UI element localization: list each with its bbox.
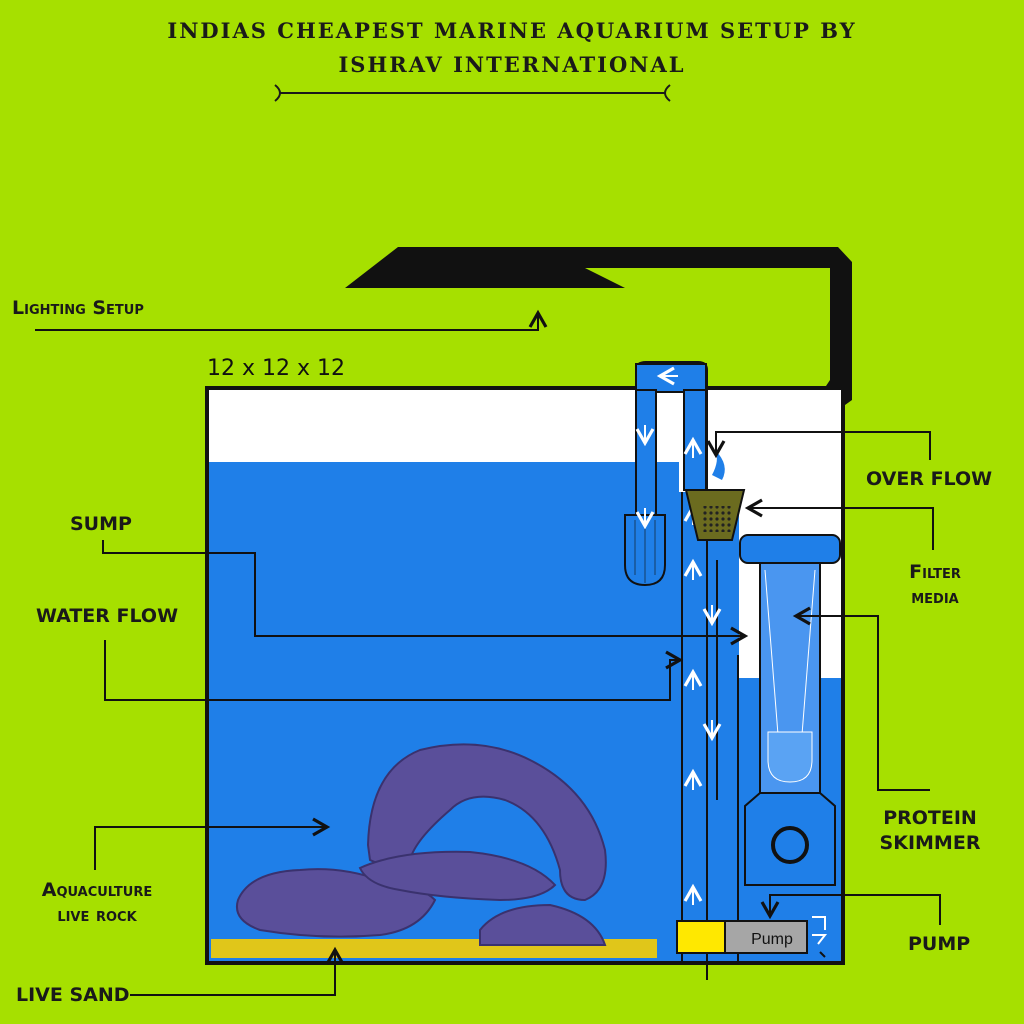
label-filter-line2: media: [911, 586, 959, 608]
title-underline: [274, 84, 671, 102]
protein-skimmer: [739, 534, 841, 886]
live-rock: [236, 743, 607, 946]
label-live-sand: LIVE SAND: [16, 984, 130, 1006]
leader-lines: [35, 309, 941, 996]
leader-pump: [760, 894, 941, 925]
filter-media-basket: [684, 489, 746, 541]
label-protein-skimmer: PROTEIN SKIMMER: [870, 806, 990, 856]
pump-unit: [676, 916, 828, 958]
overflow-tube: [624, 361, 725, 980]
label-filter-line1: Filter: [909, 561, 961, 583]
label-aquaculture-line1: Aquaculture: [41, 879, 153, 901]
label-water-flow: WATER FLOW: [36, 605, 179, 627]
leader-live-sand: [130, 946, 345, 996]
leader-live-rock: [94, 817, 331, 870]
dimension-label: 12 x 12 x 12: [207, 356, 345, 381]
leader-overflow: [706, 431, 931, 460]
leader-water-flow: [104, 640, 684, 701]
title-line-1: INDIAS CHEAPEST MARINE AQUARIUM SETUP BY: [167, 18, 857, 43]
title-line-2: ISHRAV INTERNATIONAL: [338, 52, 686, 77]
label-filter-media: Filter media: [880, 560, 990, 610]
leader-lighting: [35, 309, 548, 331]
lighting-fixture: [345, 247, 852, 410]
pump-box-label: Pump: [751, 931, 793, 948]
label-skimmer-line1: PROTEIN: [883, 807, 977, 829]
label-overflow: OVER FLOW: [866, 468, 993, 490]
leader-filter: [744, 498, 934, 550]
label-pump: PUMP: [908, 933, 971, 955]
label-skimmer-line2: SKIMMER: [879, 832, 981, 854]
label-sump: SUMP: [70, 513, 132, 535]
label-aquaculture-line2: live rock: [57, 904, 137, 926]
label-lighting-setup: Lighting Setup: [12, 297, 144, 319]
leader-skimmer: [792, 606, 930, 791]
leader-sump: [102, 540, 749, 646]
label-aquaculture-live-rock: Aquaculture live rock: [22, 878, 172, 928]
